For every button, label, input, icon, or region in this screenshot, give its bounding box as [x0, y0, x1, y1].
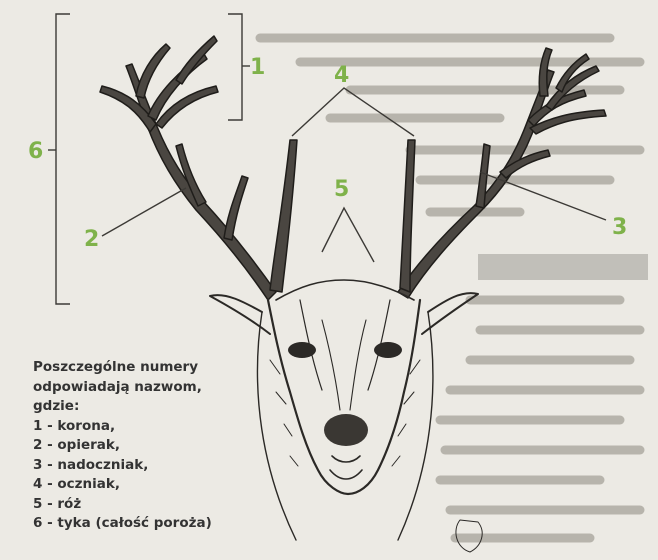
label-3: 3: [612, 215, 627, 240]
legend-heading-line-1: Poszczególne numery: [33, 358, 283, 378]
left-antler: [100, 36, 297, 300]
legend-item-oczniak: 4 - oczniak,: [33, 475, 283, 495]
legend-item-korona: 1 - korona,: [33, 417, 283, 437]
legend: Poszczególne numery odpowiadają nazwom, …: [33, 358, 283, 534]
legend-item-tyka: 6 - tyka (całość poroża): [33, 514, 283, 534]
label-5: 5: [334, 177, 349, 202]
legend-heading-line-2: odpowiadają nazwom,: [33, 378, 283, 398]
legend-item-opierak: 2 - opierak,: [33, 436, 283, 456]
leader-5: [322, 208, 374, 262]
right-eye: [374, 342, 402, 358]
left-eye: [288, 342, 316, 358]
label-6: 6: [28, 139, 43, 164]
nose: [324, 414, 368, 446]
legend-heading-line-3: gdzie:: [33, 397, 283, 417]
label-2: 2: [84, 227, 99, 252]
legend-item-nadoczniak: 3 - nadoczniak,: [33, 456, 283, 476]
leader-4: [292, 88, 414, 136]
background-heading-block: [478, 254, 648, 280]
legend-item-roz: 5 - róż: [33, 495, 283, 515]
leader-2: [102, 188, 186, 236]
bracket-1: [228, 14, 250, 120]
bracket-6: [48, 14, 70, 304]
label-4: 4: [334, 63, 349, 88]
label-1: 1: [250, 55, 265, 80]
